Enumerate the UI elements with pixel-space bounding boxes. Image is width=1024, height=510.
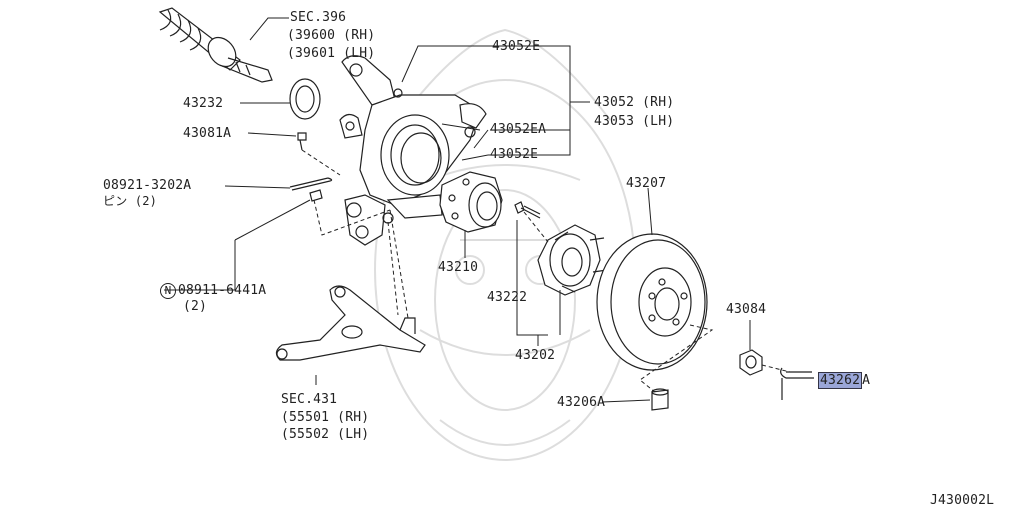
label-08921: 08921-3202A [103, 178, 192, 193]
label-43084: 43084 [726, 302, 767, 317]
wheel-hub [537, 224, 608, 296]
label-08911-circle: N [160, 283, 176, 299]
label-43207: 43207 [626, 176, 667, 191]
label-55502: (55502 (LH) [281, 427, 370, 442]
steering-knuckle [339, 55, 487, 246]
hub-bolt [514, 201, 541, 219]
leader-lines [164, 17, 751, 403]
dashed-lines [301, 149, 791, 393]
hub-cap [651, 388, 669, 411]
label-39600: (39600 (RH) [287, 28, 376, 43]
label-sec431: SEC.431 [281, 392, 338, 407]
label-43081A: 43081A [183, 126, 232, 141]
label-55501: (55501 (RH) [281, 410, 370, 425]
cotter-pin [289, 177, 333, 191]
diagram-id: J430002L [930, 493, 995, 508]
label-43206A: 43206A [557, 395, 606, 410]
knuckle-bolt [297, 132, 307, 151]
axle-cotter-pin [780, 367, 814, 400]
lower-control-arm [275, 285, 426, 361]
label-sec396: SEC.396 [290, 10, 347, 25]
label-pin-qty: ピン (2) [103, 194, 158, 208]
label-43262[interactable]: 43262 [818, 372, 863, 389]
label-43262-suffix: A [862, 373, 871, 388]
drive-shaft [158, 7, 273, 83]
wheel-bearing [439, 171, 503, 233]
label-43210: 43210 [438, 260, 479, 275]
label-43052EA: 43052EA [490, 122, 547, 137]
axle-nut [739, 349, 763, 376]
label-43052-rh: 43052 (RH) [594, 95, 675, 110]
lock-nut [309, 189, 323, 202]
label-39601: (39601 (LH) [287, 46, 376, 61]
label-43232: 43232 [183, 96, 224, 111]
label-08911-qty: (2) [183, 299, 208, 314]
label-43053-lh: 43053 (LH) [594, 114, 675, 129]
label-43202: 43202 [515, 348, 556, 363]
label-43222: 43222 [487, 290, 528, 305]
brake-rotor [596, 233, 708, 371]
label-43052E-bottom: 43052E [490, 147, 539, 162]
grease-seal [289, 78, 321, 120]
label-08911: 08911-6441A [178, 283, 267, 298]
label-43052E-top: 43052E [492, 39, 541, 54]
